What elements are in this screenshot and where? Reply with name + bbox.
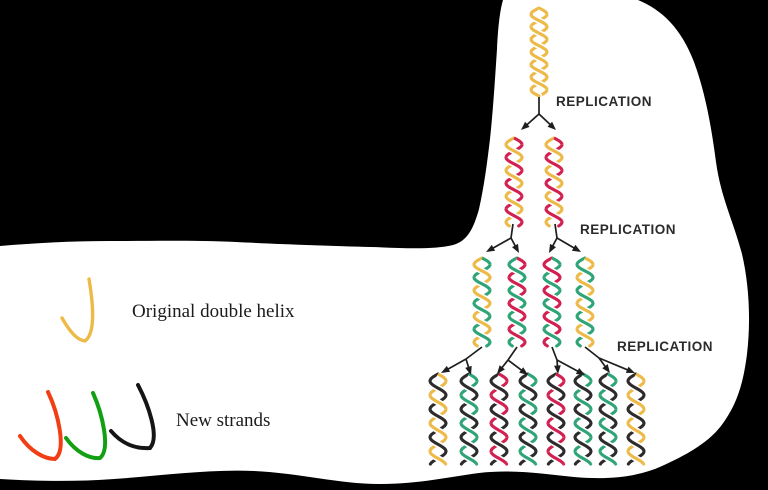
helix-strand	[542, 256, 562, 348]
arrowhead-icon	[571, 244, 581, 252]
legend-new-strand-curve-black	[109, 383, 156, 451]
arrowhead-icon	[519, 367, 528, 375]
arrowhead-icon	[554, 365, 561, 374]
helix-strand	[542, 256, 562, 348]
helix-strand	[626, 372, 646, 466]
arrowhead-icon	[602, 364, 610, 373]
helix-strand	[507, 256, 527, 348]
legend-new-strands-label: New strands	[176, 410, 271, 431]
arrowhead-icon	[497, 365, 505, 374]
replication-fork-arrows	[486, 223, 519, 253]
helix-strand	[544, 136, 564, 228]
arrowhead-icon	[625, 366, 635, 373]
arrow-shaft	[598, 357, 630, 372]
helix-strand	[472, 256, 492, 348]
double-helix	[571, 370, 595, 468]
replication-label-2: REPLICATION	[580, 222, 676, 237]
arrowhead-icon	[441, 365, 451, 373]
helix-strand	[472, 256, 492, 348]
arrowhead-icon	[547, 121, 556, 130]
paper-background	[0, 0, 750, 484]
replication-label-3: REPLICATION	[617, 339, 713, 354]
double-helix	[516, 370, 540, 468]
helix-strand	[575, 256, 595, 348]
legend-new-strand-curve-red	[18, 390, 63, 462]
arrowhead-icon	[465, 365, 472, 375]
arrowhead-icon	[512, 243, 519, 253]
arrowhead-icon	[575, 368, 585, 375]
helix-strand	[529, 6, 549, 98]
generation-3-second-generation	[470, 254, 597, 350]
fork-stem	[551, 346, 558, 361]
fork-stem	[510, 223, 514, 239]
helix-strand	[428, 372, 448, 466]
replication-fork-arrows	[497, 346, 528, 375]
arrow-shaft	[556, 359, 581, 373]
arrow-shaft	[524, 113, 540, 127]
double-helix	[457, 370, 481, 468]
helix-strand	[529, 6, 549, 98]
arrowhead-icon	[521, 121, 530, 130]
helix-strand	[573, 372, 593, 466]
double-helix	[544, 370, 568, 468]
replication-fork-arrows	[549, 223, 581, 253]
arrow-shaft	[445, 358, 467, 371]
legend-original-helix-label: Original double helix	[132, 301, 295, 322]
double-helix	[542, 134, 566, 230]
helix-strand	[546, 372, 566, 466]
helix-strand	[489, 372, 509, 466]
double-helix	[624, 370, 648, 468]
legend-original-strand-curve	[60, 277, 95, 343]
helix-strand	[507, 256, 527, 348]
helix-strand	[575, 256, 595, 348]
arrow-shaft	[490, 237, 512, 250]
helix-strand	[459, 372, 479, 466]
double-helix	[487, 370, 511, 468]
double-helix	[470, 254, 494, 350]
double-helix	[596, 370, 620, 468]
replication-label-1: REPLICATION	[556, 94, 652, 109]
generation-2-first-generation	[502, 134, 566, 230]
helix-strand	[598, 372, 618, 466]
arrowhead-icon	[549, 243, 556, 253]
generation-1-original-molecule	[527, 4, 551, 100]
fork-stem	[507, 346, 518, 361]
fork-stem	[554, 223, 558, 239]
arrow-shaft	[507, 359, 524, 373]
helix-strand	[518, 372, 538, 466]
generation-4-third-generation	[426, 370, 648, 468]
replication-fork-arrows	[441, 346, 483, 375]
helix-strand	[504, 136, 524, 228]
double-helix	[426, 370, 450, 468]
fork-stem	[465, 346, 483, 360]
replication-fork-arrows	[551, 346, 585, 375]
arrowhead-icon	[486, 244, 496, 252]
helix-strand	[504, 136, 524, 228]
legend-new-strand-curve-green	[64, 391, 108, 461]
replication-fork-arrows	[521, 97, 556, 130]
helix-strand	[544, 136, 564, 228]
double-helix	[573, 254, 597, 350]
double-helix	[527, 4, 551, 100]
double-helix	[502, 134, 526, 230]
arrow-shaft	[538, 113, 553, 127]
replication-fork-arrows	[584, 346, 635, 373]
double-helix	[505, 254, 529, 350]
double-helix	[540, 254, 564, 350]
arrow-shaft	[556, 237, 577, 250]
fork-stem	[584, 346, 600, 359]
